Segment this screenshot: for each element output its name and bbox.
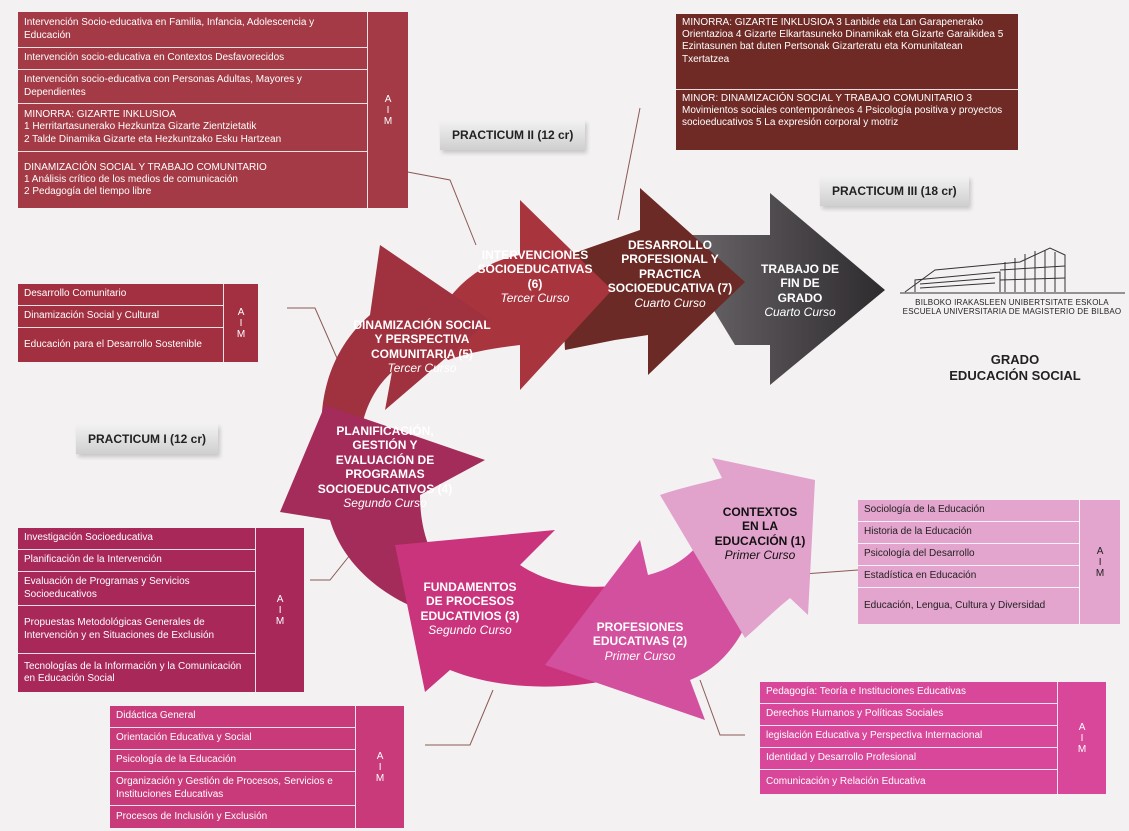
arrow-trabajo-fin-de-grado [668, 193, 885, 385]
box-top-right: MINORRA: GIZARTE INKLUSIOA 3 Lanbide eta… [676, 14, 1018, 150]
list-item: Psicología del Desarrollo [858, 544, 1080, 566]
list-item: Identidad y Desarrollo Profesional [760, 748, 1058, 770]
list-item: Propuestas Metodológicas Generales de In… [18, 606, 256, 654]
list-item: Intervención Socio-educativa en Familia,… [18, 12, 368, 48]
list-item: Procesos de Inclusión y Exclusión [116, 810, 268, 822]
minor-block: MINOR: DINAMIZACIÓN SOCIAL Y TRABAJO COM… [676, 90, 1018, 150]
list-item: legislación Educativa y Perspectiva Inte… [760, 726, 1058, 748]
arrow-contextos [660, 458, 815, 638]
school-name-basque: BILBOKO IRAKASLEEN UNIBERTSITATE ESKOLA [915, 298, 1109, 307]
list-item: Investigación Socioeducativa [18, 528, 256, 550]
box-lower-left: Investigación Socioeducativa Planificaci… [18, 528, 304, 692]
list-item: Comunicación y Relación Educativa [766, 775, 926, 787]
list-item: Planificación de la Intervención [18, 550, 256, 572]
box-mid-right: Sociología de la Educación Historia de l… [858, 500, 1120, 624]
list-item: Psicología de la Educación [110, 750, 356, 772]
minor-line: 1 Herritartasunerako Hezkuntza Gizarte Z… [24, 121, 257, 133]
list-item: Intervención socio-educativa con Persona… [18, 70, 368, 104]
list-item: Evaluación de Programas y Servicios Soci… [18, 572, 256, 606]
list-item: Tecnologías de la Información y la Comun… [24, 660, 242, 684]
list-item: Educación para el Desarrollo Sostenible [24, 338, 202, 350]
arrow-intervenciones [430, 200, 612, 390]
practicum-3: PRACTICUM III (18 cr) [820, 176, 969, 206]
minor-block: MINORRA: GIZARTE INKLUSIOA 1 Herritartas… [18, 104, 368, 152]
minor-line: 5 Ezintasunen bat duten Pertsonak Gizart… [682, 29, 1004, 65]
minor-line: 3 Lanbide eta Lan Garapenerako Orientazi… [682, 17, 984, 41]
minor-title: DINAMIZACIÓN SOCIAL Y TRABAJO COMUNITARI… [24, 161, 267, 173]
minor-title: MINOR: DINAMIZACIÓN SOCIAL Y TRABAJO COM… [682, 93, 964, 104]
list-item: Desarrollo Comunitario [18, 284, 224, 306]
list-item: Pedagogía: Teoría e Instituciones Educat… [760, 682, 1058, 704]
school-name: BILBOKO IRAKASLEEN UNIBERTSITATE ESKOLA … [895, 298, 1129, 316]
minor-line: 3 Movimientos sociales contemporáneos [682, 93, 973, 117]
minor-title: MINORRA: GIZARTE INKLUSIOA [682, 17, 834, 28]
arrow-dinamizacion-social [321, 245, 490, 440]
minor-block: DINAMIZACIÓN SOCIAL Y TRABAJO COMUNITARI… [18, 152, 367, 208]
minor-line: 4 Gizarte Elkartasuneko Dinamikak eta Gi… [735, 29, 995, 41]
minor-line: 5 La expresión corporal y motriz [755, 117, 899, 129]
box-bottom-left: Didáctica General Orientación Educativa … [110, 706, 404, 828]
school-name-spanish: ESCUELA UNIVERSITARIA DE MAGISTERIO DE B… [902, 307, 1122, 316]
minor-block: MINORRA: GIZARTE INKLUSIOA 3 Lanbide eta… [676, 14, 1018, 90]
building-icon [900, 247, 1125, 294]
list-item: Educación, Lengua, Cultura y Diversidad [864, 599, 1046, 611]
minor-line: 1 Análisis crítico de los medios de comu… [24, 173, 238, 185]
arrow-profesiones [545, 540, 748, 720]
arrow-desarrollo-profesional [560, 188, 745, 375]
list-item: Sociología de la Educación [858, 500, 1080, 522]
list-item: Derechos Humanos y Políticas Sociales [760, 704, 1058, 726]
box-mid-left: Desarrollo Comunitario Dinamización Soci… [18, 284, 258, 362]
practicum-1: PRACTICUM I (12 cr) [76, 424, 219, 454]
list-item: Intervención socio-educativa en Contexto… [18, 48, 368, 70]
list-item: Estadística en Educación [858, 566, 1080, 588]
minor-line: 2 Pedagogía del tiempo libre [24, 186, 152, 198]
degree-title: GRADO EDUCACIÓN SOCIAL [949, 352, 1081, 383]
minor-line: 2 Talde Dinamika Gizarte eta Hezkuntzako… [24, 133, 282, 145]
minor-line: 4 Psicología positiva y proyectos socioe… [682, 105, 1003, 129]
list-item: Orientación Educativa y Social [110, 728, 356, 750]
box-bottom-right: Pedagogía: Teoría e Instituciones Educat… [760, 682, 1106, 794]
minor-title: MINORRA: GIZARTE INKLUSIOA [24, 109, 177, 121]
list-item: Dinamización Social y Cultural [18, 306, 224, 328]
list-item: Didáctica General [110, 706, 356, 728]
practicum-2: PRACTICUM II (12 cr) [440, 120, 586, 150]
box-top-left: Intervención Socio-educativa en Familia,… [18, 12, 408, 208]
list-item: Organización y Gestión de Procesos, Serv… [110, 772, 356, 806]
list-item: Historia de la Educación [858, 522, 1080, 544]
